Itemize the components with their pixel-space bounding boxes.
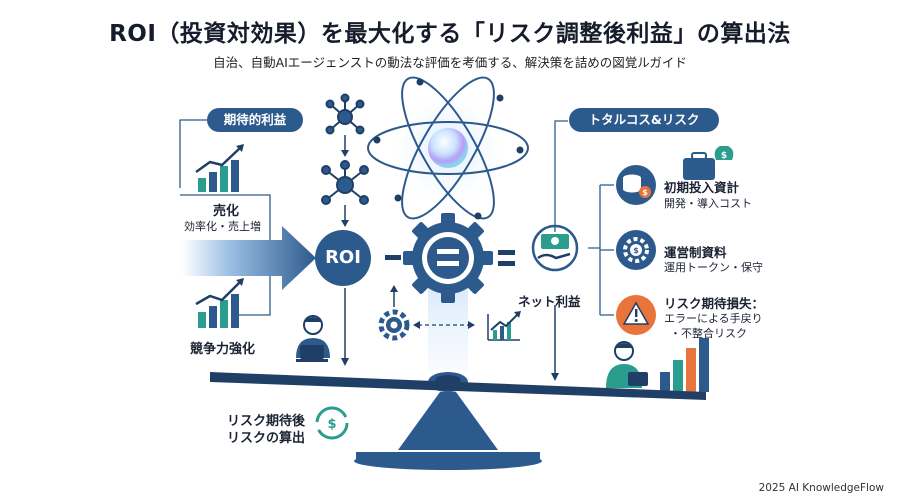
right-item-title-2: 運営制資料 [664, 245, 727, 260]
briefcase-money-icon: $ [683, 146, 734, 180]
seesaw-scale [210, 372, 706, 470]
risk-adjusted-label-line2: リスクの算出 [227, 431, 306, 446]
bar-chart-icon-right [660, 338, 709, 392]
right-item-sub-2: 運用トークン・保守 [664, 261, 763, 274]
roi-label: ROI [325, 247, 361, 268]
flow-arrow [182, 226, 316, 290]
atom-icon [367, 76, 529, 220]
refresh-dollar-icon: $ [315, 406, 349, 440]
coins-icon: $ [616, 165, 656, 205]
net-profit-label: ネット利益 [518, 294, 581, 309]
right-item-title-3: リスク期待損失： [664, 296, 765, 311]
competitive-chart-icon [195, 278, 244, 328]
growth-chart-icon [195, 144, 244, 192]
competitive-label: 競争力強化 [190, 342, 256, 357]
right-item-sub-1: 開発・導入コスト [664, 197, 752, 210]
sales-title: 売化 [213, 204, 240, 219]
equals-sign [498, 250, 515, 255]
right-item-title-1: 初期投入資計 [664, 180, 740, 195]
expected-benefit-header: 期待的利益 [207, 108, 303, 132]
sales-subtitle: 効率化・売上増 [184, 220, 261, 233]
network-icon-bottom [321, 160, 369, 205]
equals-gear-icon [403, 213, 493, 303]
total-cost-risk-header: トタルコス&リスク [569, 108, 719, 132]
svg-text:$: $ [642, 188, 648, 197]
roi-node [315, 230, 371, 286]
mini-chart-icon [487, 311, 521, 341]
footer-credit: 2025 AI KnowledgeFlow [758, 482, 884, 494]
person-laptop-icon-right [606, 341, 648, 388]
right-item-sub-3b: ・不整合リスク [670, 327, 747, 340]
network-icon-top [325, 93, 365, 135]
net-profit-icon [531, 224, 579, 272]
gear-dollar-icon: $ [616, 230, 656, 270]
right-item-sub-3: エラーによる手戻り [664, 312, 763, 325]
svg-text:$: $ [633, 246, 639, 255]
svg-text:$: $ [721, 151, 727, 161]
risk-adjusted-label-line1: リスク期待後 [227, 414, 306, 429]
page-title: ROI（投資対効果）を最大化する「リスク調整後利益」の算出法 [109, 21, 791, 47]
small-gear-icon [378, 309, 410, 341]
page-subtitle: 自治、自動AIエージェンストの動法な評価を考価する、解決策を詰めの図覚ルガイド [213, 55, 687, 70]
minus-sign [385, 255, 401, 260]
person-laptop-icon-left [296, 315, 330, 362]
svg-text:$: $ [327, 417, 336, 432]
warning-icon [616, 295, 656, 335]
